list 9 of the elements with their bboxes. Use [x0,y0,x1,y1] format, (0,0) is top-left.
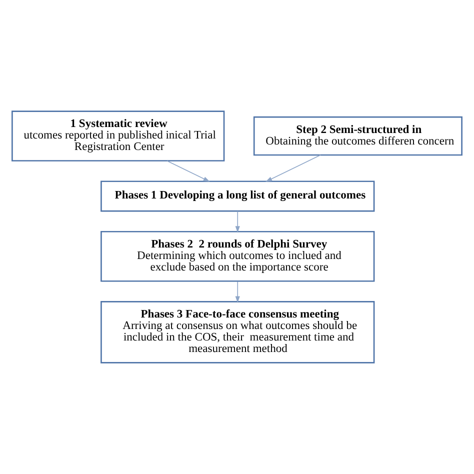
node-box: 1 Systematic review utcomes reported in published inical Trial Registration Center [12,110,225,162]
node-box: Phases 3 Face-to-face consensus meeting Arriving at consensus on what outcomes should be included in the COS, their measurement time and measurement method [100,301,375,364]
node-box: Step 2 Semi-structured in Obtaining the outcomes differen concern [253,116,462,156]
node-box: Phases 2 2 rounds of Delphi Survey Determining which outcomes to inclued and exclude based on the importance score [100,230,375,282]
node-box: Phases 1 Developing a long list of general outcomes [100,180,375,212]
arrow [235,281,240,303]
arrow [265,154,321,182]
arrow [235,210,240,233]
arrow [166,160,210,182]
